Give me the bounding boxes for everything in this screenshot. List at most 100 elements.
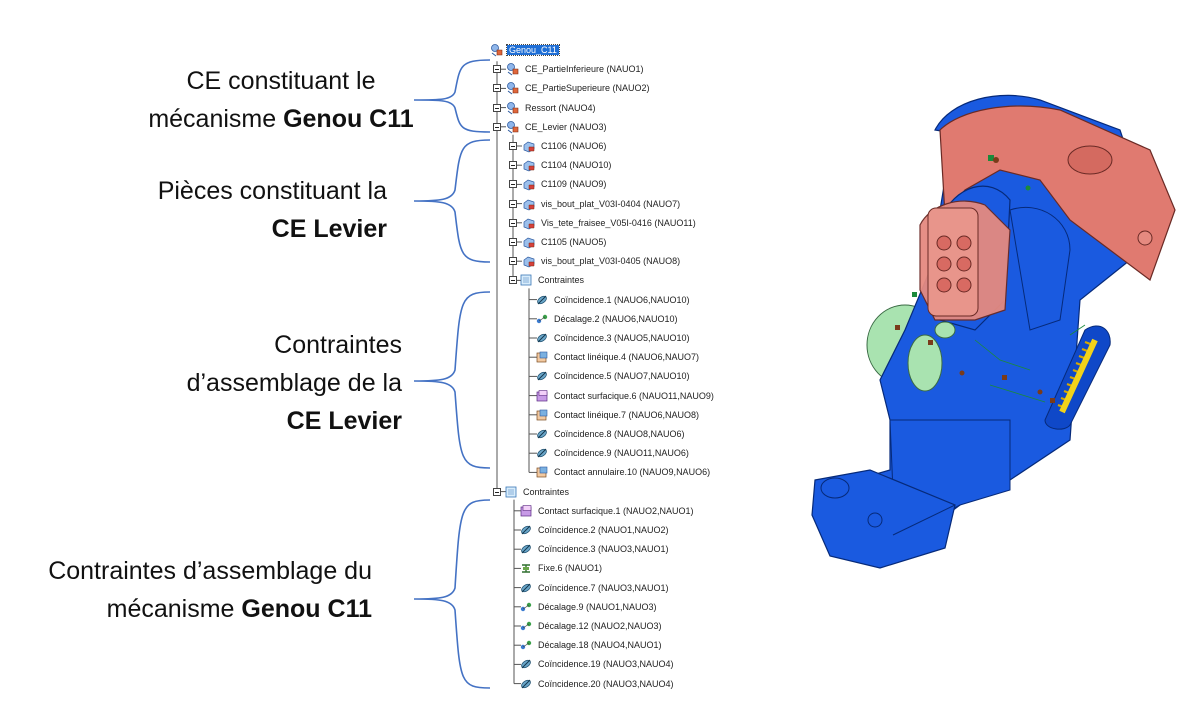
tree-expander[interactable]: [509, 257, 517, 266]
annotation-bold-text: CE Levier: [271, 215, 387, 243]
tree-node-part[interactable]: C1105 (NAUO5): [522, 233, 608, 252]
tree-node-label: Contact annulaire.10 (NAUO9,NAUO6): [554, 467, 711, 478]
part-icon: [522, 216, 536, 230]
tree-expander[interactable]: [509, 161, 517, 170]
annotation-line: mécanisme Genou C11: [6, 590, 372, 628]
tree-node-part[interactable]: vis_bout_plat_V03I-0405 (NAUO8): [522, 252, 682, 271]
tree-node-part[interactable]: Vis_tete_fraisee_V05I-0416 (NAUO11): [522, 213, 698, 232]
tree-node-label: Coïncidence.1 (NAUO6,NAUO10): [554, 294, 690, 305]
annotation-contraintes-levier: Contraintes d’assemblage de la CE Levier: [160, 326, 402, 440]
tree-node-constraint[interactable]: Coïncidence.2 (NAUO1,NAUO2): [519, 521, 671, 540]
offset-icon: [535, 312, 549, 326]
tree-node-constraint[interactable]: Coïncidence.5 (NAUO7,NAUO10): [535, 367, 692, 386]
constraint-markers: [895, 155, 1055, 403]
constraint-lines: [974, 324, 1086, 403]
tree-node-label: Coïncidence.8 (NAUO8,NAUO6): [554, 429, 685, 439]
tree-expander[interactable]: [493, 65, 501, 74]
tree-node-constraint[interactable]: Contact linéique.7 (NAUO6,NAUO8): [535, 405, 701, 424]
tree-node-component[interactable]: CE_PartieSuperieure (NAUO2): [506, 79, 652, 98]
surface-contact-icon: [535, 389, 549, 403]
tree-expander[interactable]: [509, 276, 517, 285]
tree-node-part[interactable]: C1106 (NAUO6): [522, 137, 608, 156]
tree-node-constraint[interactable]: Contact surfacique.6 (NAUO11,NAUO9): [535, 386, 716, 405]
tree-node-constraint[interactable]: Décalage.18 (NAUO4,NAUO1): [519, 636, 664, 655]
offset-icon: [519, 600, 533, 614]
tree-node-label: Contact linéique.7 (NAUO6,NAUO8): [554, 409, 700, 420]
coincidence-icon: [519, 677, 533, 691]
tree-node-constraint[interactable]: Décalage.12 (NAUO2,NAUO3): [519, 617, 664, 636]
annotation-line: Contraintes: [160, 326, 402, 364]
tree-expander[interactable]: [509, 180, 517, 189]
tree-node-constraint[interactable]: Coïncidence.19 (NAUO3,NAUO4): [519, 655, 676, 674]
tree-node-constraint[interactable]: Coïncidence.9 (NAUO11,NAUO6): [535, 444, 691, 463]
anchor-icon: [519, 561, 533, 575]
coincidence-icon: [519, 523, 533, 537]
tree-node-constraint[interactable]: Coïncidence.8 (NAUO8,NAUO6): [535, 425, 687, 444]
tree-node-constraint[interactable]: Contact annulaire.10 (NAUO9,NAUO6): [535, 463, 712, 482]
tree-expander[interactable]: [509, 142, 517, 150]
part-icon: [522, 235, 536, 249]
product-icon: [506, 101, 520, 115]
tree-expander[interactable]: [493, 103, 501, 112]
base-hole-left: [820, 477, 850, 499]
blue-base-flange: [811, 469, 956, 569]
tree-node-label: Coïncidence.3 (NAUO3,NAUO1): [538, 544, 669, 555]
tree-node-constraint[interactable]: Contact surfacique.1 (NAUO2,NAUO1): [519, 501, 696, 520]
annotation-line: CE constituant le: [146, 62, 416, 100]
tree-expander[interactable]: [509, 218, 517, 227]
tree-node-component[interactable]: CE_Levier (NAUO3): [506, 117, 609, 136]
tree-expander[interactable]: [493, 487, 501, 496]
offset-icon: [519, 619, 533, 633]
tree-node-label: C1106 (NAUO6): [541, 141, 607, 151]
tree-node-constraint[interactable]: Décalage.2 (NAUO6,NAUO10): [535, 309, 680, 328]
tree-node-constraints-folder[interactable]: Contraintes: [519, 271, 586, 290]
tree-node-label: Coïncidence.9 (NAUO11,NAUO6): [554, 448, 689, 459]
tree-node-constraints-folder[interactable]: Contraintes: [504, 482, 571, 501]
tree-node-part[interactable]: vis_bout_plat_V03I-0404 (NAUO7): [522, 194, 682, 213]
tree-expander[interactable]: [493, 122, 501, 131]
screw-head: [1137, 230, 1153, 246]
annotation-bold-text: Genou C11: [283, 105, 414, 133]
tree-node-label: Fixe.6 (NAUO1): [538, 563, 603, 574]
tree-expander[interactable]: [509, 199, 517, 208]
tree-node-constraint[interactable]: Décalage.9 (NAUO1,NAUO3): [519, 597, 659, 616]
product-icon: [506, 81, 520, 95]
green-small-disc: [934, 321, 956, 339]
product-icon: [506, 120, 520, 134]
tree-node-component[interactable]: CE_PartieInferieure (NAUO1): [506, 60, 646, 79]
tree-node-constraint[interactable]: Fixe.6 (NAUO1): [519, 559, 604, 578]
tree-expander[interactable]: [493, 84, 501, 93]
tree-node-constraint[interactable]: Coïncidence.20 (NAUO3,NAUO4): [519, 674, 676, 693]
tree-node-constraint[interactable]: Coïncidence.7 (NAUO3,NAUO1): [519, 578, 671, 597]
annotation-text: d’assemblage de la: [186, 369, 402, 397]
tree-node-label: Contraintes: [538, 275, 585, 286]
coincidence-icon: [519, 542, 533, 556]
tree-node-component[interactable]: Ressort (NAUO4): [506, 98, 598, 117]
tree-node-constraint[interactable]: Contact linéique.4 (NAUO6,NAUO7): [535, 348, 701, 367]
annotation-line: CE Levier: [110, 210, 387, 248]
tree-node-constraint[interactable]: Coïncidence.1 (NAUO6,NAUO10): [535, 290, 692, 309]
green-axle-disc-front: [907, 334, 943, 392]
tree-node-label: Coïncidence.7 (NAUO3,NAUO1): [538, 582, 669, 593]
tree-node-label: Décalage.9 (NAUO1,NAUO3): [538, 601, 657, 612]
tree-node-part[interactable]: C1109 (NAUO9): [522, 175, 608, 194]
annotation-bold-text: CE Levier: [286, 407, 402, 435]
tree-expander[interactable]: [509, 238, 517, 246]
annotation-text: mécanisme: [106, 595, 242, 623]
tree-node-constraint[interactable]: Coïncidence.3 (NAUO5,NAUO10): [535, 329, 692, 348]
product-icon: [506, 62, 520, 76]
annotation-text: Contraintes: [274, 331, 402, 359]
tree-node-constraint[interactable]: Coïncidence.3 (NAUO3,NAUO1): [519, 540, 671, 559]
tree-node-root[interactable]: Genou_C11: [490, 41, 560, 60]
tree-node-label: CE_PartieInferieure (NAUO1): [525, 64, 644, 75]
tree-node-label: Coïncidence.5 (NAUO7,NAUO10): [554, 371, 690, 382]
red-bore-hole: [1067, 145, 1113, 175]
tree-node-part[interactable]: C1104 (NAUO10): [522, 156, 613, 175]
part-icon: [522, 197, 536, 211]
tree-node-label: Coïncidence.20 (NAUO3,NAUO4): [538, 678, 674, 689]
annotation-line: d’assemblage de la: [160, 364, 402, 402]
